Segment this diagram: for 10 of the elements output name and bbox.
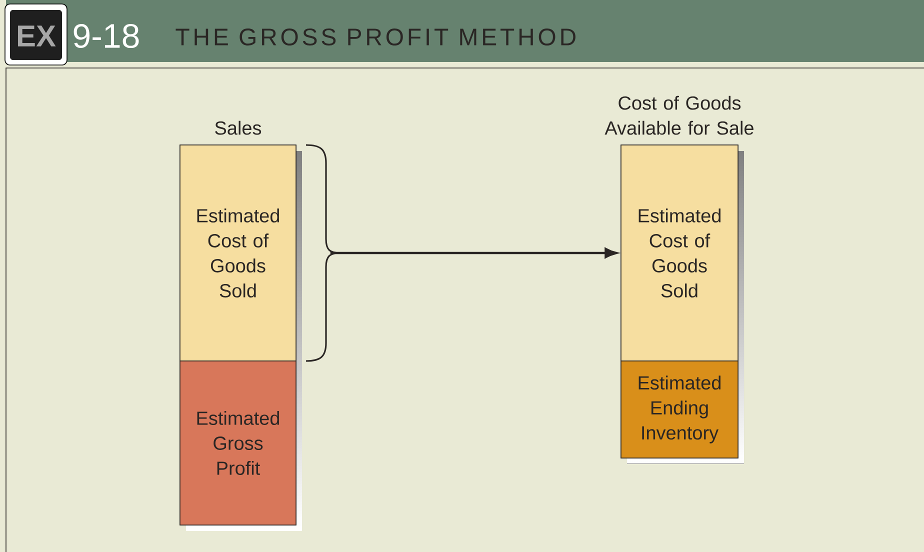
column-segment: Estimated Gross Profit xyxy=(180,360,296,526)
node-label: Cost of Goods Available for Sale xyxy=(604,96,754,135)
title: THE GROSS PROFIT METHOD xyxy=(176,28,576,46)
column-segment: Estimated Cost of Goods Sold xyxy=(620,144,738,362)
exhibit-badge: EX xyxy=(4,4,68,66)
exhibit-number: 9-18 xyxy=(74,24,139,48)
column-segment: Estimated Cost of Goods Sold xyxy=(180,144,296,362)
brace-arrow xyxy=(306,144,618,362)
node-label: Sales xyxy=(215,120,262,135)
column-segment: Estimated Ending Inventory xyxy=(620,360,738,458)
